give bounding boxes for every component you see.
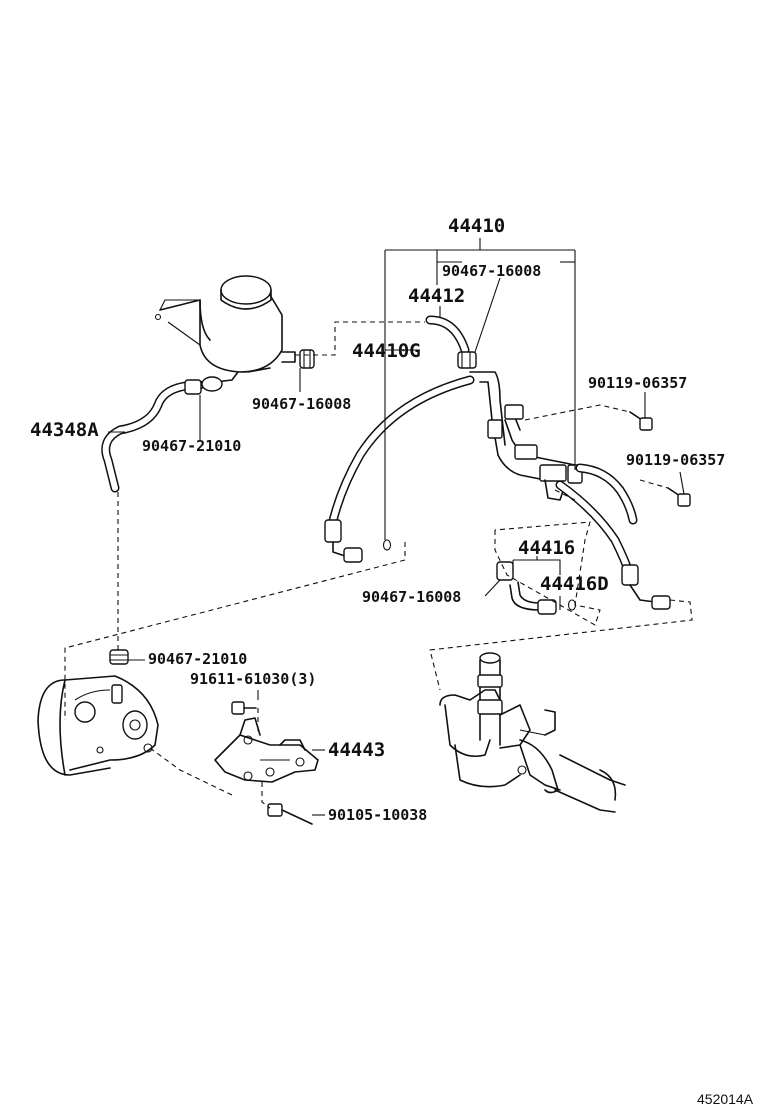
clamp-tank bbox=[299, 349, 315, 369]
label-44416: 44416 bbox=[518, 537, 575, 559]
guide-pump-to-bracket bbox=[149, 747, 233, 796]
label-91611-61030: 91611-61030(3) bbox=[190, 670, 316, 688]
bolt-90105 bbox=[267, 803, 313, 825]
guide-bolt-bracket bbox=[554, 489, 576, 501]
label-90119-06357-b: 90119-06357 bbox=[626, 451, 725, 469]
bracket-44443 bbox=[214, 717, 319, 783]
label-44410: 44410 bbox=[448, 215, 505, 237]
guide-44416-box bbox=[494, 521, 601, 626]
label-44348A: 44348A bbox=[30, 419, 99, 441]
guide-bolt-90105 bbox=[261, 782, 271, 809]
label-44410G: 44410G bbox=[352, 340, 421, 362]
label-90467-16008-low: 90467-16008 bbox=[362, 588, 461, 606]
return-hose-44348A bbox=[101, 376, 223, 493]
clamp-top bbox=[457, 351, 477, 369]
bolt-90119-a bbox=[629, 411, 653, 431]
label-90467-16008-top: 90467-16008 bbox=[442, 262, 541, 280]
cooler-hose bbox=[575, 463, 638, 525]
label-90105-10038: 90105-10038 bbox=[328, 806, 427, 824]
guide-bolt-b bbox=[639, 479, 669, 489]
vane-pump bbox=[37, 675, 159, 776]
guide-tank-hose bbox=[295, 321, 425, 356]
guide-lower-pipe bbox=[429, 599, 693, 691]
bolt-90119-b bbox=[667, 487, 691, 507]
pipe-to-gear bbox=[555, 480, 671, 610]
guide-pump-to-line bbox=[64, 542, 406, 720]
label-44443: 44443 bbox=[328, 739, 385, 761]
label-90467-16008-tank: 90467-16008 bbox=[252, 395, 351, 413]
bolt-91611 bbox=[231, 701, 257, 715]
diagram-reference-code: 452014A bbox=[697, 1091, 754, 1107]
guide-bolt-a bbox=[524, 404, 631, 421]
label-44416D: 44416D bbox=[540, 573, 609, 595]
steering-gear bbox=[439, 652, 626, 813]
reservoir-tank bbox=[154, 275, 296, 383]
union-44416 bbox=[496, 561, 577, 615]
hose-44410G bbox=[324, 375, 475, 563]
label-90467-21010-tank: 90467-21010 bbox=[142, 437, 241, 455]
pressure-lines bbox=[469, 371, 583, 501]
hose-44412 bbox=[425, 315, 470, 355]
label-90467-21010-pump: 90467-21010 bbox=[148, 650, 247, 668]
label-44412: 44412 bbox=[408, 285, 465, 307]
clamp-pump bbox=[109, 649, 129, 665]
leader-lines bbox=[108, 238, 685, 816]
o-ring-44410 bbox=[382, 539, 392, 551]
label-90119-06357-a: 90119-06357 bbox=[588, 374, 687, 392]
